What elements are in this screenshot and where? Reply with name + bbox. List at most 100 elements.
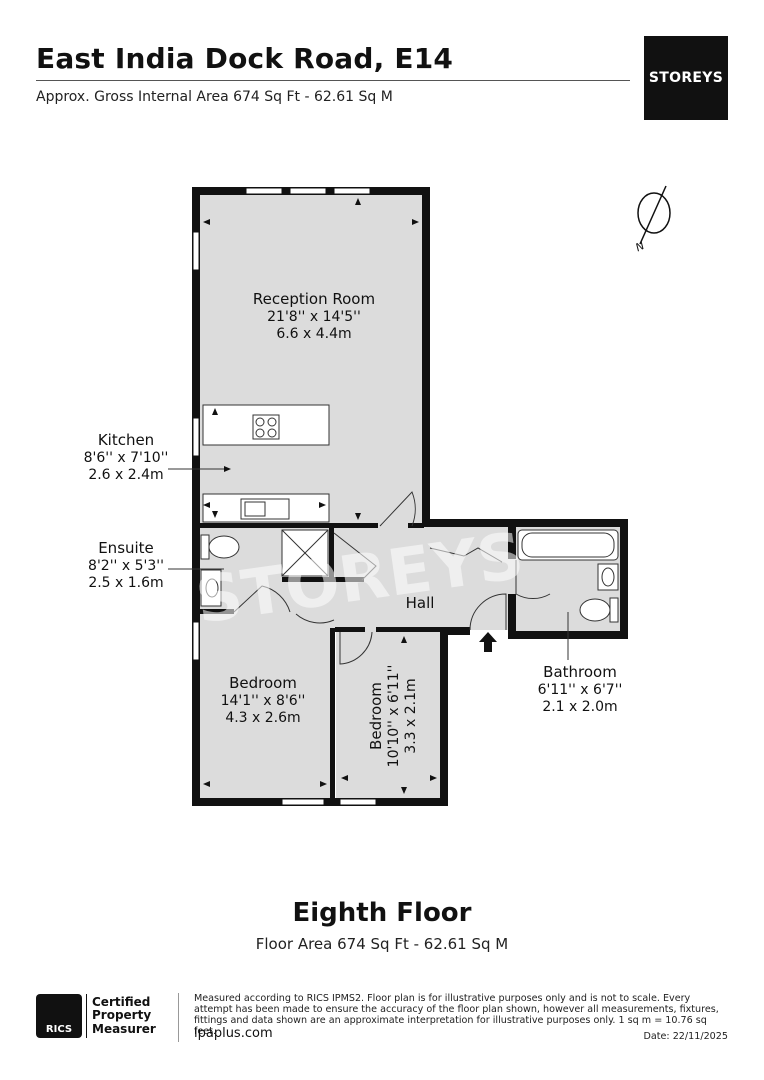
room-metric: 3.3 x 2.1m: [403, 678, 420, 754]
compass-label: N: [633, 239, 646, 254]
footer-divider: [178, 993, 179, 1042]
bedroom2-fill: [336, 630, 444, 800]
room-name: Bathroom: [543, 663, 617, 681]
wall-reception-right: [422, 187, 430, 526]
gross-area: Approx. Gross Internal Area 674 Sq Ft - …: [36, 89, 393, 105]
room-name: Bedroom: [367, 682, 385, 750]
wall-bath-left: [508, 527, 516, 559]
marker-kitchen-bottom: [212, 511, 218, 518]
marker-bed2-top: [401, 636, 407, 643]
shower-diagonal-2: [281, 529, 329, 577]
storeys-logo: STOREYS: [644, 36, 728, 120]
room-imperial: 8'2'' x 5'3'': [88, 557, 164, 574]
door-bedroom1: [295, 613, 335, 624]
wall-left: [192, 187, 200, 806]
marker-bed2-bottom: [401, 787, 407, 794]
room-label-reception: Reception Room 21'8'' x 14'5'' 6.6 x 4.4…: [234, 290, 394, 344]
room-metric: 4.3 x 2.6m: [225, 710, 301, 727]
ensuite-toilet: [208, 535, 240, 559]
room-imperial: 8'6'' x 7'10'': [83, 449, 169, 466]
floor-title: Eighth Floor: [292, 898, 472, 928]
marker-reception-bottom: [355, 513, 361, 520]
room-imperial: 10'10'' x 6'11'': [385, 664, 402, 768]
window-bottom-1: [281, 798, 325, 806]
room-imperial: 21'8'' x 14'5'': [267, 308, 361, 325]
marker-reception-top: [355, 198, 361, 205]
marker-kitchen-left: [203, 502, 210, 508]
room-label-ensuite: Ensuite 8'2'' x 5'3'' 2.5 x 1.6m: [66, 539, 186, 593]
entrance-arrow-icon: [479, 632, 497, 652]
bathroom-toilet: [579, 598, 611, 622]
marker-bed2-left: [341, 775, 348, 781]
hob-ring-1: [255, 417, 265, 427]
reception-fill: [198, 193, 424, 526]
door-entrance: [469, 593, 507, 631]
sink-bowl: [244, 501, 266, 517]
room-label-bedroom1: Bedroom 14'1'' x 8'6'' 4.3 x 2.6m: [203, 674, 323, 728]
wall-kitchen-ensuite: [200, 523, 378, 528]
hob-ring-2: [267, 417, 277, 427]
door-swings: [233, 491, 551, 665]
plan-date: Date: 22/11/2025: [643, 1031, 728, 1042]
room-metric: 2.6 x 2.4m: [88, 467, 164, 484]
ensuite-fittings: [200, 529, 329, 607]
room-name: Hall: [405, 594, 435, 612]
floor-area: Floor Area 674 Sq Ft - 62.61 Sq M: [255, 935, 509, 953]
wall-hall-top-inner: [408, 523, 424, 528]
room-label-bedroom2: Bedroom 10'10'' x 6'11'' 3.3 x 2.1m: [367, 651, 421, 781]
dimension-markers: [203, 198, 437, 794]
disclaimer: Measured according to RICS IPMS2. Floor …: [194, 993, 719, 1038]
certified-measurer: Certified Property Measurer: [92, 995, 156, 1036]
brand-text: STOREYS: [648, 70, 724, 86]
cert-line-2: Property: [92, 1008, 152, 1023]
bedroom1-fill: [198, 612, 332, 800]
bath-inner: [521, 532, 615, 558]
marker-bed1-right: [320, 781, 327, 787]
bathroom-basin: [601, 567, 615, 587]
room-label-bathroom: Bathroom 6'11'' x 6'7'' 2.1 x 2.0m: [520, 663, 640, 717]
marker-reception-left: [203, 219, 210, 225]
marker-bed2-right: [430, 775, 437, 781]
windows: [192, 187, 377, 806]
wall-bed2-top: [335, 627, 365, 632]
kitchen-fittings: [202, 404, 330, 523]
window-top-1: [245, 187, 283, 195]
marker-reception-right: [412, 219, 419, 225]
door-bathroom: [515, 560, 551, 600]
window-left-3: [192, 621, 200, 661]
room-label-hall: Hall: [390, 594, 450, 613]
room-metric: 2.1 x 2.0m: [542, 699, 618, 716]
window-top-3: [333, 187, 371, 195]
window-left-1: [192, 231, 200, 271]
door-shower: [333, 532, 377, 581]
rics-separator: [86, 994, 87, 1038]
marker-bed1-left: [203, 781, 210, 787]
wall-ensuite-bottom: [200, 609, 234, 614]
cert-line-3: Measurer: [92, 1021, 156, 1036]
wall-hall-top: [422, 519, 628, 527]
door-bedroom2: [339, 631, 373, 665]
marker-kitchen-top: [212, 408, 218, 415]
door-ensuite: [233, 585, 291, 613]
room-label-kitchen: Kitchen 8'6'' x 7'10'' 2.6 x 2.4m: [66, 431, 186, 485]
compass-icon: [637, 185, 671, 245]
wall-bed2-top-right: [376, 627, 446, 632]
wall-bath-right: [620, 519, 628, 639]
window-bottom-2: [339, 798, 377, 806]
room-metric: 6.6 x 4.4m: [276, 326, 352, 343]
header-divider: [36, 80, 630, 81]
website-link[interactable]: lpaplus.com: [194, 1026, 273, 1041]
room-imperial: 6'11'' x 6'7'': [537, 681, 623, 698]
room-name: Bedroom: [229, 674, 297, 692]
window-left-2: [192, 417, 200, 457]
room-imperial: 14'1'' x 8'6'': [220, 692, 306, 709]
window-top-2: [289, 187, 327, 195]
rics-logo: RICS: [36, 994, 82, 1038]
rics-text: RICS: [45, 1024, 73, 1035]
door-cupboard: [429, 547, 503, 563]
hob-ring-3: [255, 428, 265, 438]
wall-shower-bottom: [282, 577, 364, 582]
hob-ring-4: [267, 428, 277, 438]
wall-hall-bottom: [440, 627, 470, 635]
